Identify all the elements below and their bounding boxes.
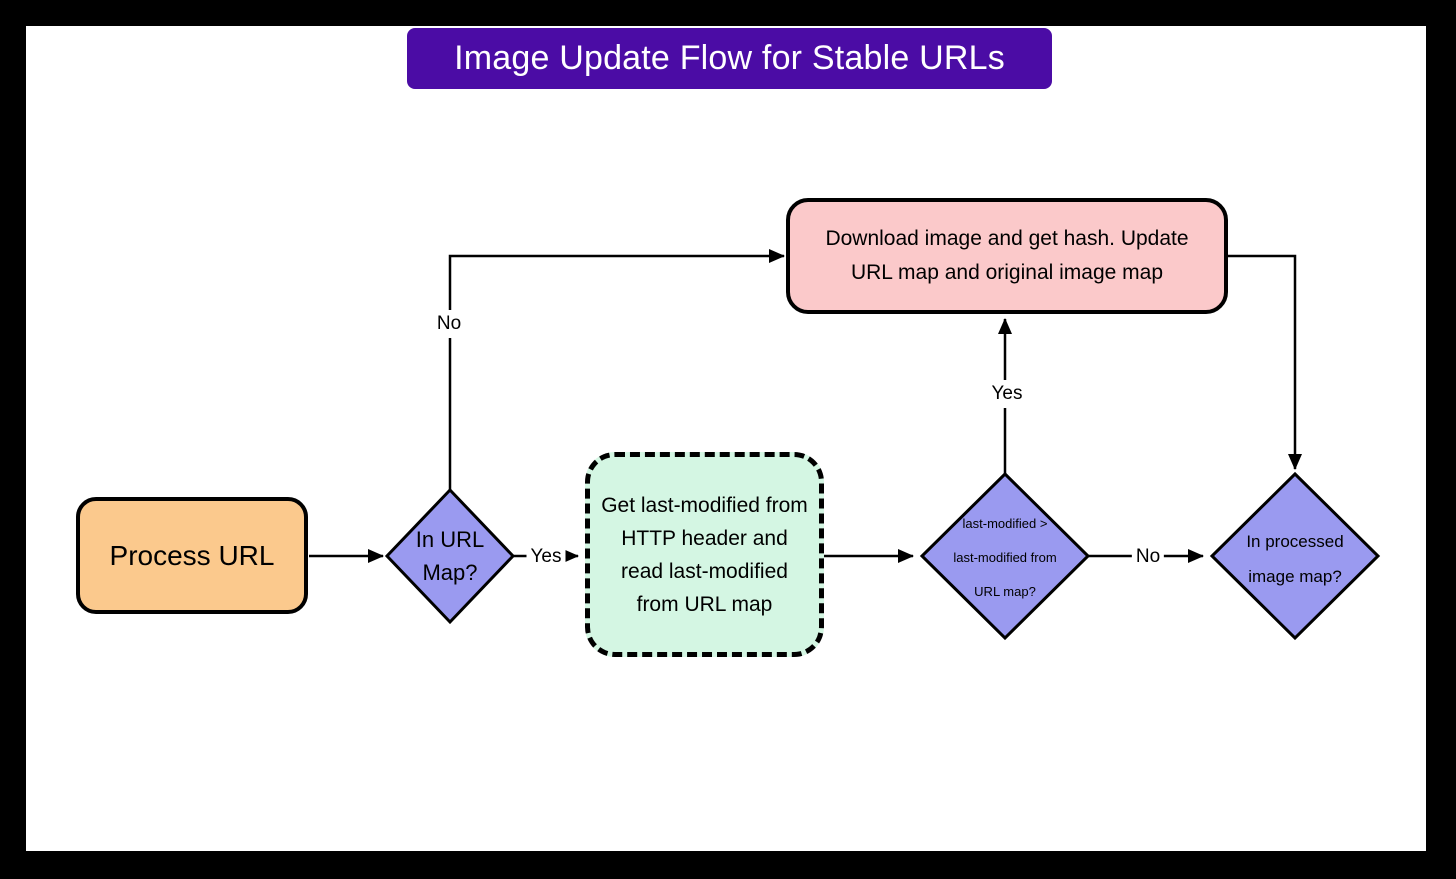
decision-in-processed-image-map [1209, 471, 1381, 641]
diagram-title: Image Update Flow for Stable URLs [407, 28, 1052, 89]
diagram-canvas [26, 26, 1426, 851]
edge-label-yes-up: Yes [990, 380, 1024, 408]
edge-download-to-inprocessed [1226, 254, 1302, 470]
node-get-last-modified: Get last-modified from HTTP header and r… [585, 452, 824, 657]
decision-compare-last-modified [919, 471, 1091, 641]
decision-in-url-map [384, 487, 516, 625]
edge-label-no-right: No [1131, 547, 1165, 567]
edge-label-no-top: No [435, 310, 463, 338]
node-process-url: Process URL [76, 497, 308, 614]
edge-no-to-download [448, 249, 785, 490]
edge-label-yes-right: Yes [526, 547, 566, 567]
node-download-and-update: Download image and get hash. Update URL … [786, 198, 1228, 314]
